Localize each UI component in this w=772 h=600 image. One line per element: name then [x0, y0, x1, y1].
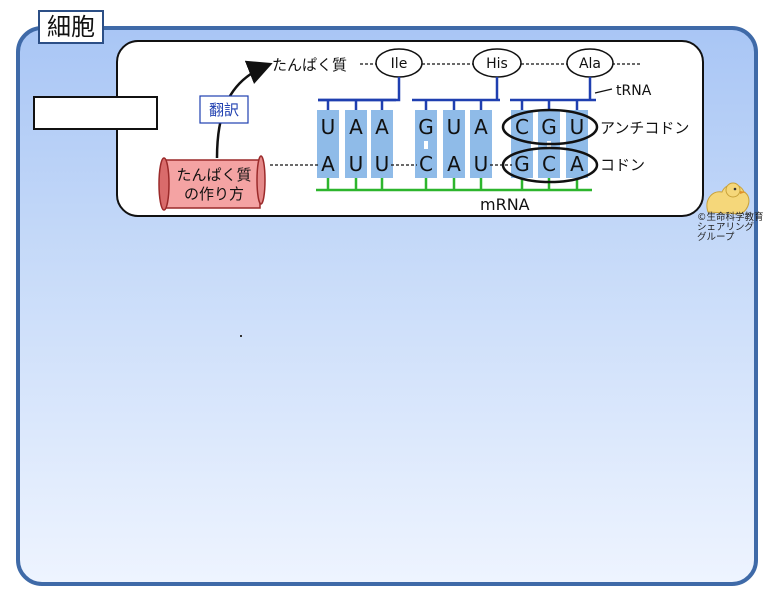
scroll-banner: たんぱく質 の作り方	[158, 155, 266, 211]
codon-base: C	[419, 152, 433, 176]
anticodon-base: G	[418, 115, 434, 139]
mrna-label: mRNA	[480, 195, 530, 214]
trna-structures	[318, 77, 596, 112]
anticodon-base: A	[375, 115, 389, 139]
credit-line: グループ	[697, 232, 735, 243]
logo-mascot-icon	[706, 182, 750, 215]
credit-text: ©生命科学教育 シェアリング グループ	[697, 213, 772, 243]
anticodon-base: C	[515, 115, 529, 139]
codon-base: C	[542, 152, 556, 176]
anticodon-base: A	[474, 115, 488, 139]
anticodon-base: U	[447, 115, 462, 139]
anticodon-bases: U A A G U A C G U	[321, 115, 585, 139]
mrna-strand	[316, 178, 592, 192]
stray-dot	[240, 335, 242, 337]
trna-label: tRNA	[616, 83, 652, 99]
amino-acid-label: His	[486, 56, 508, 72]
scroll-title-line2: の作り方	[184, 185, 244, 203]
anticodon-label: アンチコドン	[600, 119, 689, 137]
anticodon-base: A	[349, 115, 363, 139]
credit-line: シェアリング	[697, 222, 755, 233]
codon-highlight	[501, 146, 599, 184]
blank-answer-box[interactable]	[33, 96, 158, 130]
anticodon-base: U	[570, 115, 585, 139]
cell-title: 細胞	[38, 10, 104, 44]
trna-pointer	[594, 88, 613, 94]
protein-label: たんぱく質	[272, 56, 347, 74]
codon-base: U	[349, 152, 364, 176]
anticodon-base: G	[541, 115, 557, 139]
codon-label: コドン	[600, 156, 645, 174]
codon-base: A	[570, 152, 584, 176]
anticodon-highlight	[501, 108, 599, 146]
codon-base: U	[375, 152, 390, 176]
codon-bases: A U U C A U G C A	[321, 152, 584, 176]
anticodon-base: U	[321, 115, 336, 139]
amino-acid-label: Ile	[391, 56, 408, 72]
codon-base: G	[514, 152, 530, 176]
codon-base: U	[474, 152, 489, 176]
translation-label: 翻訳	[209, 101, 239, 119]
scroll-title-line1: たんぱく質	[176, 166, 251, 184]
translation-box	[199, 95, 249, 124]
credit-line: ©生命科学教育	[697, 212, 764, 223]
codon-base: A	[447, 152, 461, 176]
amino-acid-label: Ala	[579, 56, 601, 72]
codon-base: A	[321, 152, 335, 176]
